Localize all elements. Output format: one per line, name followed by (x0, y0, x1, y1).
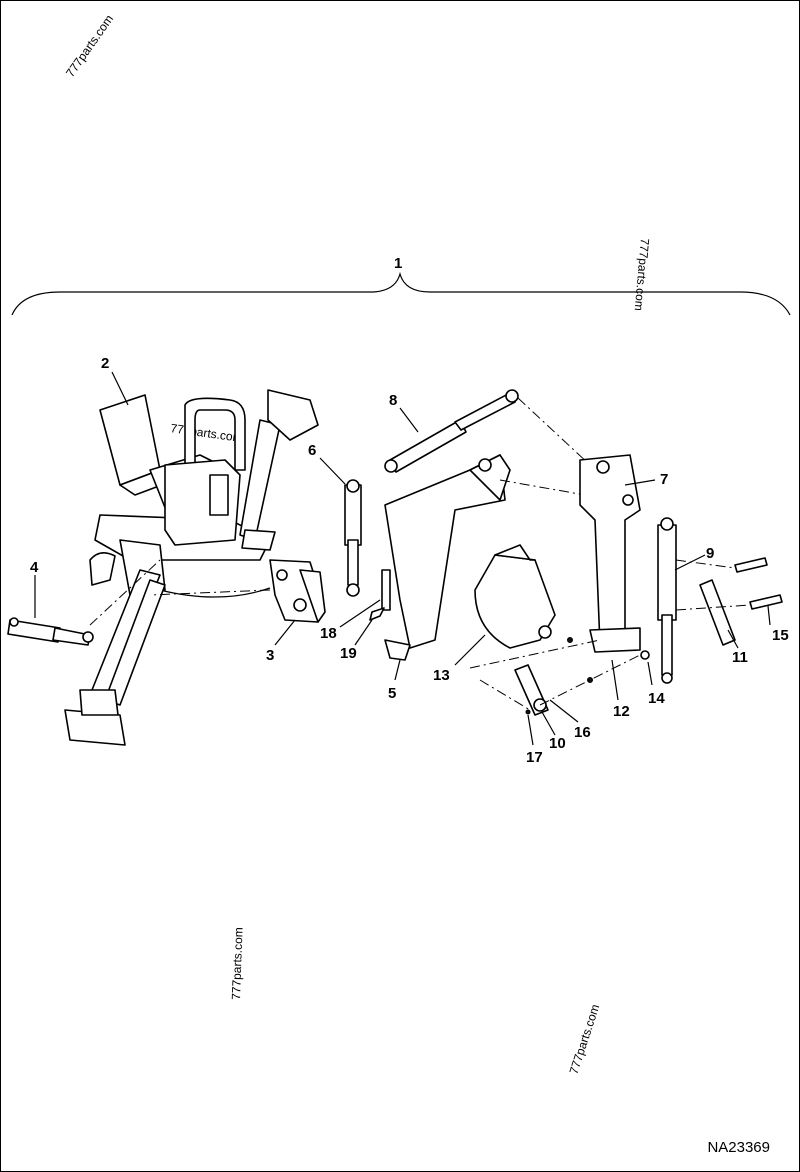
leader-13 (454, 634, 486, 666)
callout-3: 3 (266, 647, 274, 664)
leader-5 (394, 659, 401, 681)
watermark-4: 777parts.com (567, 1002, 603, 1075)
callout-12: 12 (613, 703, 630, 720)
leader-17 (527, 714, 534, 746)
callout-1: 1 (394, 255, 402, 272)
watermark-3: 777parts.com (229, 927, 246, 1000)
callout-16: 16 (574, 724, 591, 741)
leader-8 (399, 407, 419, 433)
watermark-1: 777parts.com (63, 12, 116, 80)
callout-19: 19 (340, 645, 357, 662)
leader-10 (541, 711, 556, 736)
leader-12 (611, 659, 619, 701)
callout-4: 4 (30, 559, 39, 576)
swing-bracket (149, 559, 326, 623)
dipper-stick (579, 454, 641, 653)
boom-cylinder (344, 479, 362, 597)
figure-code: NA23369 (707, 1139, 770, 1156)
pins-and-link (675, 557, 783, 646)
leader-2 (111, 371, 129, 406)
callout-7: 7 (660, 471, 668, 488)
swing-cylinder (7, 559, 161, 646)
watermark-5: 777parts.com (170, 421, 244, 445)
leader-18 (339, 599, 381, 628)
bucket (474, 544, 556, 649)
link-hardware (469, 637, 650, 716)
callout-11: 11 (732, 649, 748, 666)
callout-6: 6 (308, 442, 316, 459)
leader-6 (319, 457, 346, 485)
left-stabilizer-leg (64, 569, 166, 746)
pin-and-keeper (369, 569, 391, 621)
leader-16 (549, 699, 579, 723)
leader-14 (647, 661, 653, 686)
right-stabilizer-leg (239, 389, 319, 551)
callout-18: 18 (320, 625, 337, 642)
crowd-cylinder (657, 517, 677, 684)
callout-13: 13 (433, 667, 450, 684)
callout-10: 10 (549, 735, 566, 752)
callout-2: 2 (101, 355, 109, 372)
leader-19 (354, 619, 373, 646)
callout-17: 17 (526, 749, 543, 766)
bucket-cylinder (384, 389, 591, 473)
mainframe-seat-assembly (89, 394, 271, 598)
callout-5: 5 (388, 685, 396, 702)
assembly-brace (11, 271, 791, 316)
watermark-2: 777parts.com (632, 238, 652, 312)
leader-15 (767, 605, 771, 626)
leader-3 (274, 619, 296, 646)
callout-15: 15 (772, 627, 789, 644)
callout-14: 14 (648, 690, 665, 707)
leader-11 (727, 629, 739, 649)
callout-9: 9 (706, 545, 714, 562)
boom (384, 454, 586, 661)
callout-8: 8 (389, 392, 397, 409)
leader-9 (674, 554, 706, 571)
leader-7 (624, 479, 656, 486)
